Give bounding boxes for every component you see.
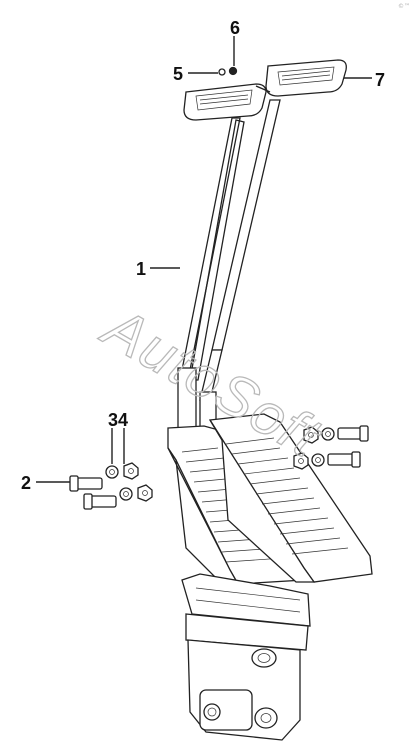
lever-grip-right (265, 59, 347, 97)
bolt-lower-left (83, 484, 153, 510)
callout-2: 2 (21, 473, 31, 493)
foot-pedal-right (208, 413, 373, 583)
callout-1: 1 (136, 259, 146, 279)
callout-34: 34 (108, 410, 128, 430)
hand-lever-left (177, 117, 245, 429)
callout-5: 5 (173, 64, 183, 84)
lever-grip-left (183, 83, 267, 121)
bolt-lower-right (293, 451, 361, 470)
callout-7: 7 (375, 70, 385, 90)
bolt-upper-left (69, 462, 139, 492)
pilot-valve-body (181, 573, 311, 741)
leader-lines (36, 36, 372, 483)
grip-screw (218, 66, 238, 76)
callout-6: 6 (230, 18, 240, 38)
corner-mark: ©™ (398, 3, 410, 10)
bolt-upper-right (303, 425, 369, 444)
pedal-tread-right (225, 437, 349, 555)
